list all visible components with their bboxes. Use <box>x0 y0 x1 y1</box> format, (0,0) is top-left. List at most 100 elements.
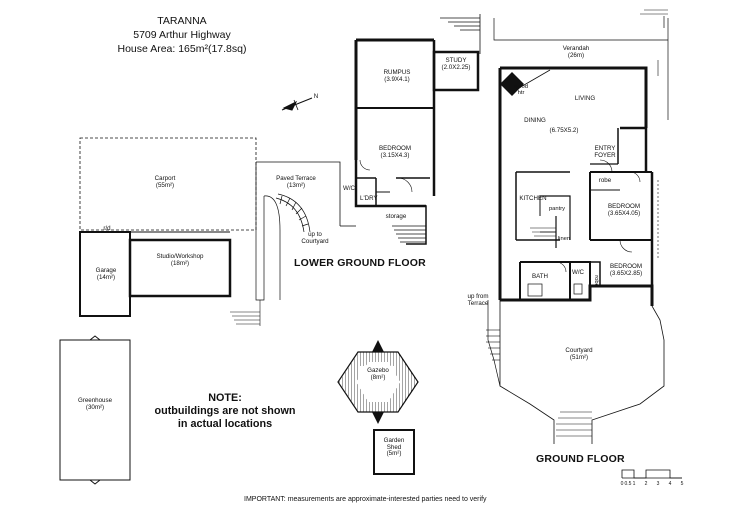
robe-1-label: robe <box>598 177 612 184</box>
property-address: 5709 Arthur Highway <box>133 29 231 41</box>
study-name: STUDY <box>445 57 467 64</box>
bedroom-ground-2-label: BEDROOM (3.65X2.85) <box>600 263 652 277</box>
bedroom-ground-2-dims: (3.65X2.85) <box>609 269 643 277</box>
bedroom-ground-2-name: BEDROOM <box>610 263 642 270</box>
garage-label: Garage (14m²) <box>84 267 128 281</box>
scale-bar <box>621 469 682 479</box>
ground-floor-title: GROUND FLOOR <box>536 453 625 465</box>
up-from-terrace-line2: Terrace <box>467 299 489 307</box>
bedroom-lower-label: BEDROOM (3.15X4.3) <box>370 145 420 159</box>
bedroom-lower-name: BEDROOM <box>379 145 411 152</box>
dining-dims: (6.75X5.2) <box>549 127 579 134</box>
rumpus-dims: (3.9X4.1) <box>384 75 410 83</box>
bedroom-ground-1-dims: (3.65X4.05) <box>607 209 641 217</box>
path-steps <box>230 300 261 326</box>
scale-label: 0 <box>620 481 624 487</box>
garden-shed-label: Garden Shed (5m²) <box>376 437 412 458</box>
lower-ground-floor-title: LOWER GROUND FLOOR <box>294 257 426 269</box>
carport-label: Carport (55m²) <box>140 175 190 189</box>
linen-label: linen <box>557 236 571 242</box>
lower-ground-floor-plan <box>255 14 481 245</box>
kitchen-label: KITCHEN <box>519 195 547 202</box>
paved-terrace-area: (13m²) <box>286 181 306 189</box>
entry-line2: FOYER <box>594 151 616 159</box>
bedroom-ground-1-label: BEDROOM (3.65X4.05) <box>598 203 650 217</box>
carport-area: (55m²) <box>155 181 175 189</box>
rumpus-name: RUMPUS <box>383 69 411 76</box>
outbuildings-note: NOTE: outbuildings are not shown in actu… <box>150 392 300 431</box>
measurement-disclaimer: IMPORTANT: measurements are approximate-… <box>244 496 487 503</box>
up-to-courtyard-line1: up to <box>308 231 322 238</box>
property-title: TARANNA <box>157 15 207 27</box>
garage-area: (14m²) <box>96 273 116 281</box>
studio-area: (18m²) <box>170 259 190 267</box>
paved-terrace-label: Paved Terrace (13m²) <box>272 175 320 189</box>
rumpus-label: RUMPUS (3.9X4.1) <box>372 69 422 83</box>
greenhouse-label: Greenhouse (30m²) <box>64 397 126 411</box>
wood-heater-line2: htr <box>517 90 525 97</box>
gazebo-area: (8m²) <box>370 373 386 381</box>
up-from-terrace-label: up from Terrace <box>460 293 496 307</box>
garden-shed-area: (5m²) <box>386 450 402 457</box>
scale-label: 5 <box>680 481 684 487</box>
up-to-courtyard-label: up to Courtyard <box>298 231 332 245</box>
bedroom-ground-1-name: BEDROOM <box>608 203 640 210</box>
verandah-area: (26m) <box>567 51 585 59</box>
note-line1: NOTE: <box>208 392 242 404</box>
gazebo-label: Gazebo (8m²) <box>362 367 394 381</box>
bath-label: BATH <box>531 273 549 280</box>
scale-label: 3 <box>656 481 660 487</box>
pantry-label: pantry <box>548 206 566 212</box>
verandah-label: Verandah (26m) <box>556 45 596 59</box>
garden-shed-outline <box>373 429 415 475</box>
courtyard-area: (51m²) <box>569 353 589 361</box>
garage-name: Garage <box>95 267 117 274</box>
study-dims: (2.0X2.25) <box>441 63 471 71</box>
studio-label: Studio/Workshop (18m²) <box>136 253 224 267</box>
north-label: N <box>313 93 319 100</box>
studio-outline <box>128 238 232 298</box>
carport-name: Carport <box>154 175 176 182</box>
note-line3: in actual locations <box>177 417 273 430</box>
courtyard-label: Courtyard (51m²) <box>556 347 602 361</box>
wood-heater-line1: wood <box>514 84 528 90</box>
lower-storage-stairs <box>392 225 426 243</box>
curved-steps <box>275 193 311 233</box>
verandah-name: Verandah <box>562 45 590 52</box>
greenhouse-area: (30m²) <box>85 403 105 411</box>
note-line2: outbuildings are not shown <box>154 404 296 417</box>
scale-label: 4 <box>668 481 672 487</box>
scale-label: 1 <box>632 481 636 487</box>
house-area: House Area: 165m²(17.8sq) <box>117 43 247 55</box>
paved-terrace-name: Paved Terrace <box>276 175 316 182</box>
scale-label: 0.5 <box>624 481 632 487</box>
entry-line1: ENTRY <box>594 145 616 152</box>
wood-heater-label: wood htr <box>510 84 532 96</box>
wc-ground-label: W/C <box>571 269 585 276</box>
living-label: LIVING <box>574 95 596 102</box>
north-arrow <box>281 97 313 111</box>
bedroom-lower-dims: (3.15X4.3) <box>380 151 410 159</box>
courtyard-name: Courtyard <box>565 347 593 354</box>
storage-label: storage <box>385 213 407 220</box>
terrace-path <box>255 194 281 301</box>
robe-2-label: robe <box>593 275 600 287</box>
wc-lower-label: W/C <box>342 185 356 192</box>
ldry-label: L'DRY <box>360 195 378 202</box>
dining-name: DINING <box>524 117 546 124</box>
entry-foyer-label: ENTRY FOYER <box>592 145 618 159</box>
greenhouse-name: Greenhouse <box>77 397 113 404</box>
up-from-terrace-line1: up from <box>467 293 489 300</box>
gazebo-name: Gazebo <box>367 367 389 374</box>
ground-floor-plan <box>486 9 669 444</box>
studio-name: Studio/Workshop <box>156 253 204 260</box>
garden-shed-name2: Shed <box>386 443 402 451</box>
garden-shed-name1: Garden <box>383 437 405 444</box>
lower-top-stairs <box>440 14 481 54</box>
scale-label: 2 <box>644 481 648 487</box>
up-to-courtyard-line2: Courtyard <box>301 237 329 245</box>
greenhouse-outline <box>59 339 131 481</box>
rd-label: r/d <box>103 225 111 232</box>
study-label: STUDY (2.0X2.25) <box>436 57 476 71</box>
